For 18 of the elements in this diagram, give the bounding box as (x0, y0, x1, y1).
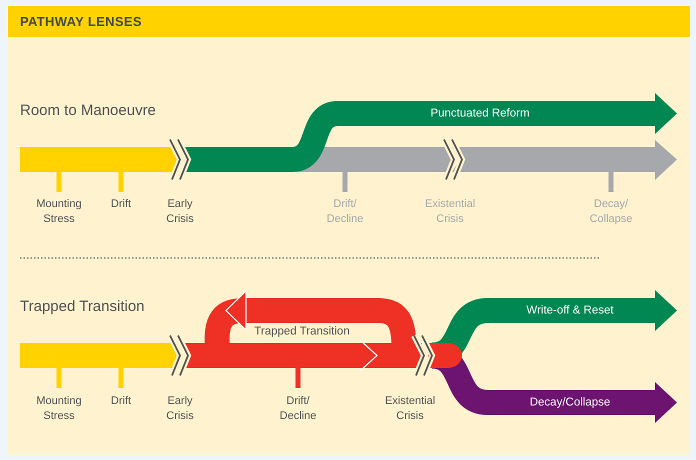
stage-label: Drift (110, 394, 132, 409)
stage-label: Existential Crisis (425, 197, 475, 227)
band-label: Trapped Transition (254, 324, 350, 340)
stage-label: Decay/ Collapse (588, 197, 634, 227)
stage-label: Early Crisis (165, 197, 195, 227)
title: PATHWAY LENSES (20, 12, 142, 31)
section-heading: Room to Manoeuvre (20, 101, 156, 121)
stage-label: Mounting Stress (35, 197, 83, 227)
stage-label: Drift (110, 197, 132, 212)
section-heading: Trapped Transition (20, 297, 145, 317)
band-label: Decay/Collapse (530, 394, 610, 410)
stage-label: Early Crisis (165, 394, 195, 424)
band-label: Punctuated Reform (430, 106, 530, 121)
band-label: Write-off & Reset (526, 302, 614, 318)
stage-label: Drift/ Decline (278, 394, 318, 424)
stage-label: Drift/ Decline (326, 197, 364, 227)
stage-label: Mounting Stress (35, 394, 83, 424)
stage-label: Existential Crisis (385, 394, 435, 424)
